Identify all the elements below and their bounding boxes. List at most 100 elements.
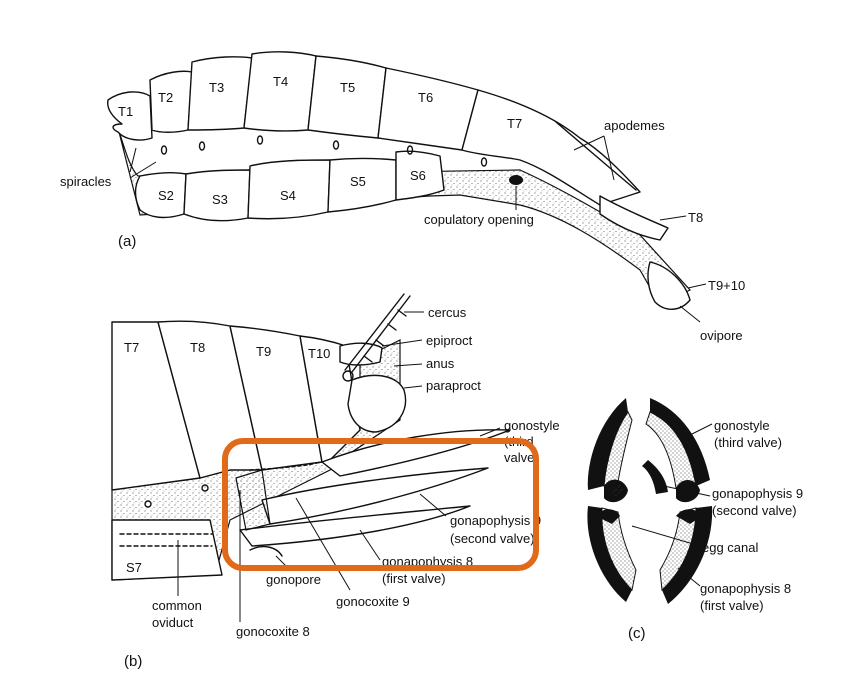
tergite-t8	[599, 195, 669, 241]
label-s3: S3	[212, 192, 228, 207]
t8-leader	[659, 215, 687, 221]
label-gonopore: gonopore	[266, 572, 321, 587]
c-label-gonapophysis9-2: (second valve)	[712, 503, 797, 518]
c-label-egg-canal: egg canal	[702, 540, 758, 555]
gonopore-shape	[249, 545, 283, 557]
c-gonostyle-leader	[679, 423, 713, 441]
apodemes-leader-1	[573, 135, 605, 151]
ovipore-leader	[679, 305, 701, 323]
spiracle-b-1	[144, 500, 152, 508]
sternite-s6	[395, 150, 445, 201]
paraproct-shape	[347, 374, 407, 433]
label-t8: T8	[688, 210, 703, 225]
c-left-hook	[596, 509, 620, 524]
spiracles-leader-2	[129, 147, 137, 173]
label-gonocoxite9: gonocoxite 9	[336, 594, 410, 609]
c-gonapophysis8-leader	[677, 567, 701, 587]
label-b-gonapophysis9-1: gonapophysis 9	[450, 513, 541, 528]
tergite-t9-10	[647, 261, 691, 310]
label-t1: T1	[118, 104, 133, 119]
c-egg-canal-leader	[631, 525, 701, 547]
copulatory-opening-mark	[509, 175, 523, 185]
cercus-shape	[342, 293, 411, 382]
spiracle-6	[480, 157, 488, 167]
label-t9-10: T9+10	[708, 278, 745, 293]
sternite-s7	[111, 519, 223, 581]
sternite-s2	[134, 171, 187, 219]
label-b-gonapophysis8-2: (first valve)	[382, 571, 446, 586]
c-gonapophysis9-leader	[663, 485, 711, 497]
c-right-lower-inner	[659, 507, 697, 592]
c-label-gonapophysis8-1: gonapophysis 8	[700, 581, 791, 596]
gonapophysis9-shape	[261, 467, 489, 525]
label-t6: T6	[418, 90, 433, 105]
spiracle-4	[332, 140, 340, 150]
label-t5: T5	[340, 80, 355, 95]
label-b-gonostyle-3: valve)	[504, 450, 539, 465]
spiracle-3	[256, 135, 264, 145]
tergite-t1	[107, 91, 153, 141]
spiracles-leader-1	[129, 161, 157, 179]
paraproct-leader	[403, 385, 423, 389]
label-s4: S4	[280, 188, 296, 203]
label-s2: S2	[158, 188, 174, 203]
gonocoxite9-shape	[235, 469, 271, 531]
c-right-upper-outer	[650, 398, 710, 486]
apodemes-leader-2	[603, 135, 615, 181]
label-t7: T7	[507, 116, 522, 131]
label-b-t8: T8	[190, 340, 205, 355]
label-gonocoxite8: gonocoxite 8	[236, 624, 310, 639]
label-s6: S6	[410, 168, 426, 183]
c-right-hook	[676, 509, 702, 524]
spiracle-2	[198, 141, 206, 151]
tergite-t6	[377, 67, 479, 151]
label-epiproct: epiproct	[426, 333, 473, 348]
c-label-gonostyle-2: (third valve)	[714, 435, 782, 450]
epiproct-shape	[339, 342, 383, 366]
panel-a-label: (a)	[118, 233, 136, 250]
spiracle-1	[160, 145, 168, 155]
label-cercus: cercus	[428, 305, 467, 320]
c-left-lower-outer	[587, 506, 632, 602]
gonapophysis9-leader	[419, 493, 447, 517]
label-spiracles: spiracles	[60, 174, 112, 189]
tergite-t7	[461, 89, 641, 206]
gonapophysis8-leader	[359, 529, 381, 561]
panel-c-label: (c)	[628, 625, 646, 642]
label-t2: T2	[158, 90, 173, 105]
label-s7: S7	[126, 560, 142, 575]
label-s5: S5	[350, 174, 366, 189]
c-right-inner-blade	[642, 460, 668, 494]
label-b-gonostyle-1: gonostyle	[504, 418, 560, 433]
label-b-gonapophysis9-2: (second valve)	[450, 531, 535, 546]
label-copulatory-opening: copulatory opening	[424, 212, 534, 227]
tergite-t4	[243, 51, 317, 132]
panel-a: T1 T2 T3 T4 T5 T6 T7 S2 S3 S4 S5 S6 spir…	[60, 51, 745, 343]
label-common-oviduct-2: oviduct	[152, 615, 194, 630]
label-apodemes: apodemes	[604, 118, 665, 133]
c-label-gonapophysis9-1: gonapophysis 9	[712, 486, 803, 501]
gonostyle-leader	[479, 427, 501, 437]
epiproct-leader	[381, 339, 423, 347]
c-label-gonostyle-1: gonostyle	[714, 418, 770, 433]
c-left-g9-fill	[612, 484, 624, 497]
label-ovipore: ovipore	[700, 328, 743, 343]
tergite-t5	[307, 55, 387, 139]
gonocoxite9-leader	[295, 497, 351, 591]
spiracle-5	[406, 145, 414, 155]
label-b-t9: T9	[256, 344, 271, 359]
spiracle-b-2	[201, 484, 209, 492]
label-t3: T3	[209, 80, 224, 95]
label-t4: T4	[273, 74, 288, 89]
anus-leader	[393, 363, 423, 367]
tergite-b-t8	[157, 320, 263, 479]
label-common-oviduct-1: common	[152, 598, 202, 613]
label-b-t7: T7	[124, 340, 139, 355]
highlight-box	[222, 438, 539, 571]
panel-b: T7 T8 T9 T10 S7 cercus epiproct anus par…	[111, 293, 560, 670]
label-anus: anus	[426, 356, 455, 371]
apodeme-line	[555, 121, 637, 191]
valve-dashed	[249, 461, 321, 471]
